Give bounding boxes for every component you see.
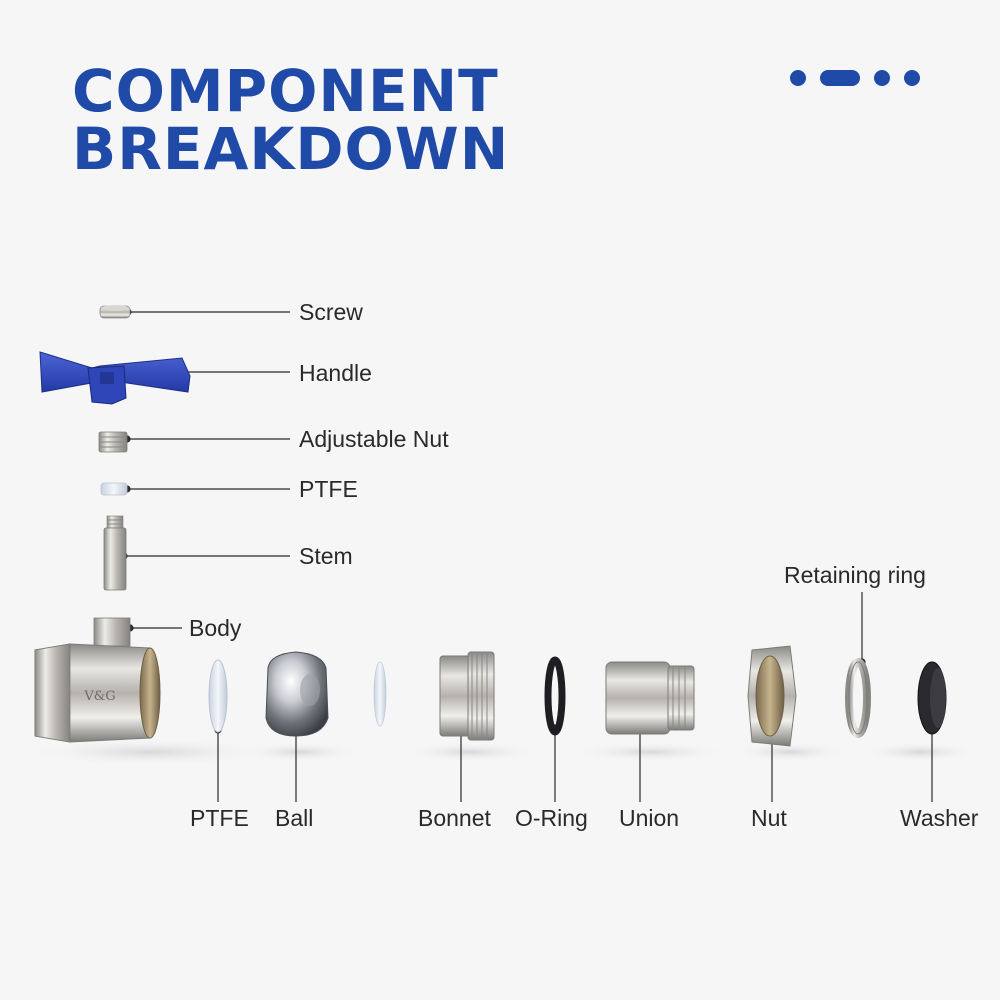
label-nut: Nut: [751, 805, 787, 831]
label-screw: Screw: [299, 299, 363, 325]
indicator-dot: [790, 70, 806, 86]
indicator-dot: [904, 70, 920, 86]
title-line-1: COMPONENT: [72, 57, 499, 125]
ball-part: [265, 651, 329, 737]
washer-part: [917, 661, 947, 735]
label-handle: Handle: [299, 360, 372, 386]
ptfe-bottom-part: [208, 659, 228, 733]
floor-shadows: [20, 738, 980, 766]
adjustable-nut-part: [98, 431, 128, 453]
bonnet-part: [439, 651, 495, 741]
indicator-pill-active: [820, 70, 860, 86]
label-union: Union: [619, 805, 680, 831]
label-bonnet: Bonnet: [418, 805, 491, 831]
stem-part: [103, 515, 127, 591]
label-ptfe-top: PTFE: [299, 476, 358, 502]
label-washer: Washer: [900, 805, 979, 831]
handle-part: [39, 351, 191, 405]
title-line-2: BREAKDOWN: [72, 115, 510, 183]
leader-lines: [120, 308, 936, 802]
label-ptfe-bottom: PTFE: [190, 805, 249, 831]
body-stamp: V&G: [83, 689, 115, 704]
ptfe-middle-part: [373, 661, 387, 727]
ptfe-top-part: [100, 482, 128, 496]
body-part: V&G: [34, 617, 161, 743]
nut-part: [747, 645, 797, 747]
label-body: Body: [189, 615, 242, 641]
indicator-dot: [874, 70, 890, 86]
screw-part: [99, 305, 131, 319]
label-o-ring: O-Ring: [515, 805, 588, 831]
o-ring-part: [544, 656, 566, 736]
retaining-ring-part: [845, 658, 871, 738]
label-stem: Stem: [299, 543, 353, 569]
label-adjustable-nut: Adjustable Nut: [299, 426, 449, 452]
union-part: [605, 661, 695, 735]
label-retaining-ring: Retaining ring: [784, 562, 926, 588]
page-title: COMPONENT BREAKDOWN: [72, 62, 509, 178]
label-ball: Ball: [275, 805, 314, 831]
